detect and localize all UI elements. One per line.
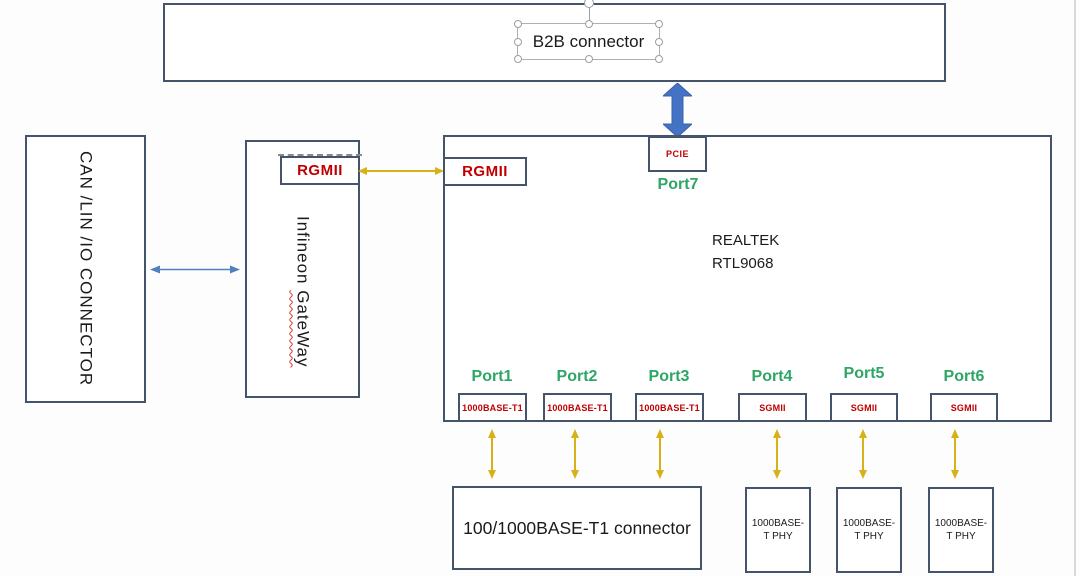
port3-interface-label: 1000BASE-T1 bbox=[639, 402, 700, 413]
selection-handle-nw[interactable] bbox=[514, 20, 522, 28]
gateway-rgmii-label: RGMII bbox=[297, 162, 343, 179]
realtek-chip-name: REALTEK RTL9068 bbox=[712, 230, 779, 275]
port3-interface-box: 1000BASE-T1 bbox=[635, 393, 704, 422]
selection-handle-s[interactable] bbox=[584, 55, 593, 63]
phy2-box: 1000BASE-T PHY bbox=[836, 487, 902, 573]
port1-interface-box: 1000BASE-T1 bbox=[458, 393, 527, 422]
port2-label: Port2 bbox=[556, 368, 598, 385]
realtek-switch-box bbox=[443, 135, 1052, 422]
can-gateway-arrow bbox=[150, 265, 240, 274]
selection-handle-e[interactable] bbox=[655, 37, 663, 46]
phy3-box: 1000BASE-T PHY bbox=[928, 487, 994, 573]
rotation-handle-stem bbox=[588, 7, 590, 24]
realtek-rgmii-port-box: RGMII bbox=[443, 157, 527, 186]
gateway-rgmii-port-box: RGMII bbox=[278, 154, 362, 185]
port5-interface-label: SGMII bbox=[850, 402, 878, 413]
port5-interface-box: SGMII bbox=[830, 393, 898, 422]
port4-link-arrow bbox=[773, 429, 781, 479]
infineon-gateway-label: Infineon GateWay bbox=[293, 216, 313, 368]
b2b-connector-box bbox=[163, 3, 946, 82]
selection-handle-n[interactable] bbox=[584, 20, 593, 28]
selection-handle-se[interactable] bbox=[655, 55, 663, 63]
pcie-label: PCIE bbox=[665, 149, 689, 159]
port4-interface-box: SGMII bbox=[738, 393, 807, 422]
rgmii-link-arrow bbox=[358, 167, 444, 175]
port3-link-arrow bbox=[656, 429, 664, 479]
port2-link-arrow bbox=[571, 429, 579, 479]
port1-label: Port1 bbox=[471, 368, 513, 385]
port1-interface-label: 1000BASE-T1 bbox=[462, 402, 523, 413]
selection-handle-ne[interactable] bbox=[655, 20, 663, 28]
port6-interface-box: SGMII bbox=[930, 393, 998, 422]
port6-interface-label: SGMII bbox=[950, 402, 978, 413]
phy3-label: 1000BASE-T PHY bbox=[934, 517, 988, 543]
realtek-name-line2: RTL9068 bbox=[712, 254, 774, 272]
port1-link-arrow bbox=[488, 429, 496, 479]
port3-label: Port3 bbox=[648, 368, 690, 385]
port7-label: Port7 bbox=[657, 176, 699, 193]
can-lin-io-connector-box: CAN /LIN /IO CONNECTOR bbox=[25, 135, 146, 403]
phy1-box: 1000BASE-T PHY bbox=[745, 487, 811, 573]
pcie-port-box: PCIE bbox=[648, 136, 707, 172]
phy1-label: 1000BASE-T PHY bbox=[751, 517, 805, 543]
port6-link-arrow bbox=[951, 429, 959, 479]
port6-label: Port6 bbox=[943, 368, 985, 385]
port5-label: Port5 bbox=[843, 365, 885, 382]
gateway-spellcheck-underline: GateWay bbox=[293, 290, 313, 368]
port4-label: Port4 bbox=[751, 368, 793, 385]
realtek-rgmii-label: RGMII bbox=[462, 163, 508, 180]
port5-link-arrow bbox=[859, 429, 867, 479]
b2b-pcie-arrow bbox=[663, 83, 692, 137]
b2b-connector-label[interactable]: B2B connector bbox=[532, 31, 645, 51]
gateway-rgmii-selection-dashes bbox=[278, 154, 362, 156]
rotation-handle[interactable] bbox=[583, 0, 594, 8]
t1-connector-box: 100/1000BASE-T1 connector bbox=[452, 486, 702, 570]
selection-handle-sw[interactable] bbox=[514, 55, 522, 63]
phy2-label: 1000BASE-T PHY bbox=[842, 517, 896, 543]
can-lin-io-connector-label: CAN /LIN /IO CONNECTOR bbox=[76, 151, 96, 387]
port4-interface-label: SGMII bbox=[759, 402, 786, 413]
b2b-textbox-selection-frame[interactable]: B2B connector bbox=[514, 0, 663, 63]
t1-connector-label: 100/1000BASE-T1 connector bbox=[463, 517, 691, 538]
port2-interface-box: 1000BASE-T1 bbox=[543, 393, 612, 422]
selection-handle-w[interactable] bbox=[514, 37, 522, 46]
port2-interface-label: 1000BASE-T1 bbox=[547, 402, 608, 413]
realtek-name-line1: REALTEK bbox=[712, 232, 780, 249]
screen-edge-divider bbox=[1074, 0, 1076, 576]
